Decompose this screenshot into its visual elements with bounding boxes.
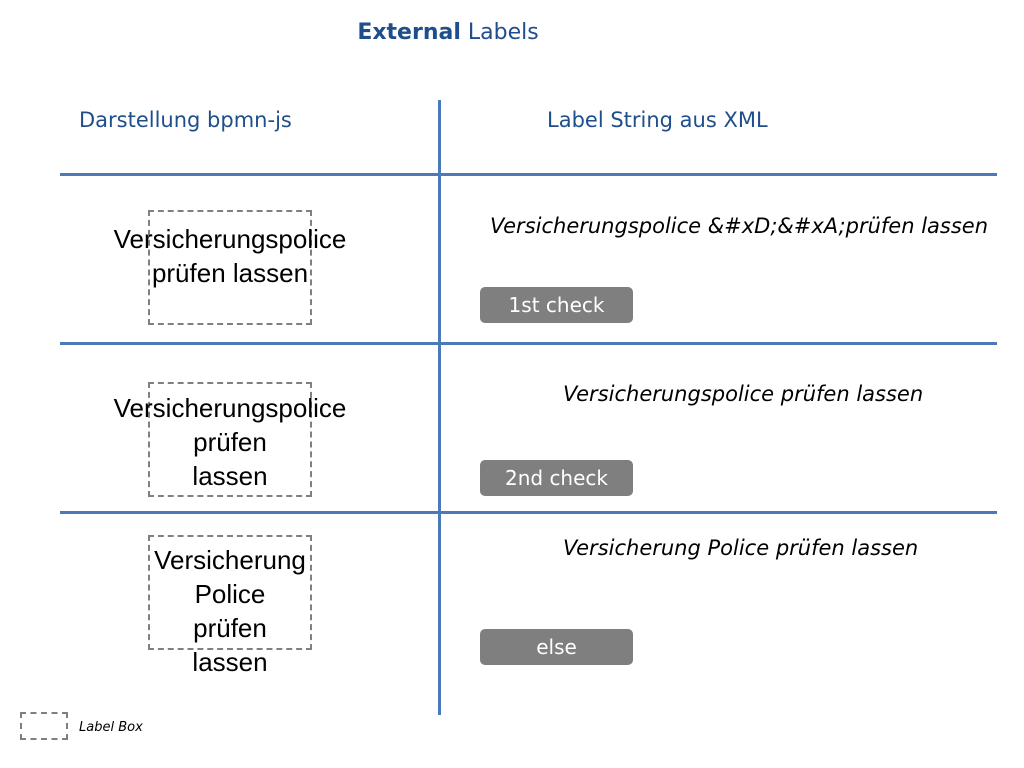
xml-string-row-2: Versicherungspolice prüfen lassen	[563, 382, 924, 406]
rendered-line: Police	[194, 579, 266, 609]
rendered-label-row-2: Versicherungspolice prüfen lassen	[90, 391, 370, 493]
rendered-label-row-3: Versicherung Police prüfen lassen	[90, 543, 370, 679]
row-divider-1	[60, 173, 997, 176]
column-header-right: Label String aus XML	[547, 108, 768, 132]
row-divider-3	[60, 511, 997, 514]
rendered-line: prüfen lassen	[151, 258, 309, 288]
rendered-label-row-1: Versicherungspolice prüfen lassen	[90, 222, 370, 290]
label-box-row-2	[148, 382, 312, 497]
badge-row-2: 2nd check	[480, 460, 633, 496]
rendered-line: Versicherung	[154, 545, 306, 575]
rendered-line: prüfen	[193, 613, 267, 643]
legend-label: Label Box	[79, 720, 143, 735]
title-rest: Labels	[460, 20, 539, 45]
title-bold: External	[357, 20, 461, 45]
rendered-line: lassen	[192, 461, 268, 491]
label-box-row-1	[148, 210, 312, 325]
rendered-line: prüfen	[193, 427, 267, 457]
rendered-line: Versicherungspolice	[113, 224, 347, 254]
rendered-line: Versicherungspolice	[113, 393, 347, 423]
slide-title: External Labels	[0, 20, 896, 45]
rendered-line: lassen	[192, 647, 268, 677]
xml-string-row-3: Versicherung Police prüfen lassen	[563, 536, 919, 560]
label-box-row-3	[148, 535, 312, 650]
xml-string-row-1: Versicherungspolice &#xD;&#xA;prüfen las…	[490, 214, 989, 238]
column-header-left: Darstellung bpmn-js	[79, 108, 292, 132]
badge-row-1: 1st check	[480, 287, 633, 323]
column-divider	[438, 100, 441, 715]
row-divider-2	[60, 342, 997, 345]
badge-row-3: else	[480, 629, 633, 665]
legend-label-box-icon	[20, 712, 68, 740]
